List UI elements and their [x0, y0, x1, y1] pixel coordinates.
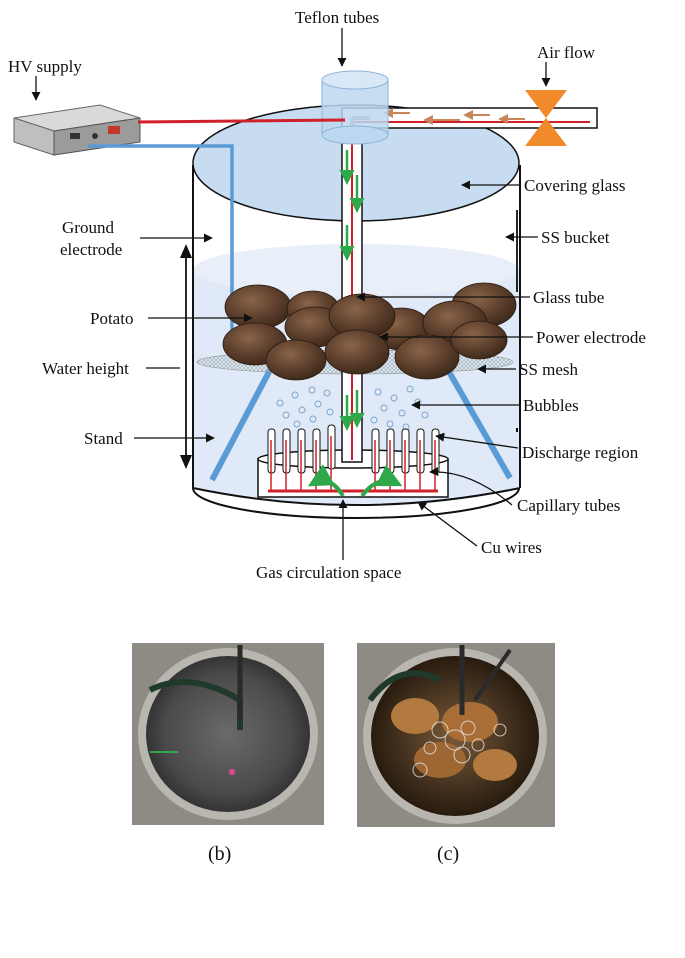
- label-teflon-tubes: Teflon tubes: [295, 8, 379, 27]
- air-valve: [525, 90, 567, 146]
- label-cu-wires: Cu wires: [481, 538, 542, 557]
- stand-right: [445, 368, 513, 480]
- label-ss-mesh: SS mesh: [519, 360, 579, 379]
- label-capillary-tubes: Capillary tubes: [517, 496, 620, 515]
- hv-wire: [137, 118, 346, 124]
- photo-b-caption: (b): [208, 843, 231, 865]
- gas-circulation-arrows: [307, 464, 403, 498]
- photo-b: [132, 643, 324, 825]
- teflon-tube: [321, 70, 389, 145]
- photo-c: [357, 643, 555, 827]
- label-gas-circulation-space: Gas circulation space: [256, 563, 401, 582]
- air-flow-arrows: [383, 108, 525, 125]
- water-height-indicator: [180, 244, 192, 469]
- bubbles: [276, 385, 429, 431]
- hv-supply-unit: [13, 104, 141, 156]
- label-ground-electrode-2: electrode: [60, 240, 122, 259]
- tick-mark: [516, 428, 518, 432]
- label-ground-electrode-1: Ground: [62, 218, 114, 237]
- gas-flow-arrows: [339, 150, 365, 431]
- label-power-electrode: Power electrode: [536, 328, 646, 347]
- label-glass-tube: Glass tube: [533, 288, 604, 307]
- leader-arrows: [31, 28, 551, 560]
- label-discharge-region: Discharge region: [522, 443, 639, 462]
- label-covering-glass: Covering glass: [524, 176, 626, 195]
- label-potato: Potato: [90, 309, 133, 328]
- stand-left: [209, 368, 273, 482]
- label-air-flow: Air flow: [537, 43, 596, 62]
- label-ss-bucket: SS bucket: [541, 228, 610, 247]
- ground-wire: [88, 144, 234, 340]
- photo-c-caption: (c): [437, 843, 459, 865]
- potatoes: [222, 282, 517, 381]
- label-bubbles: Bubbles: [523, 396, 579, 415]
- label-stand: Stand: [84, 429, 123, 448]
- label-water-height: Water height: [42, 359, 129, 378]
- label-hv-supply: HV supply: [8, 57, 82, 76]
